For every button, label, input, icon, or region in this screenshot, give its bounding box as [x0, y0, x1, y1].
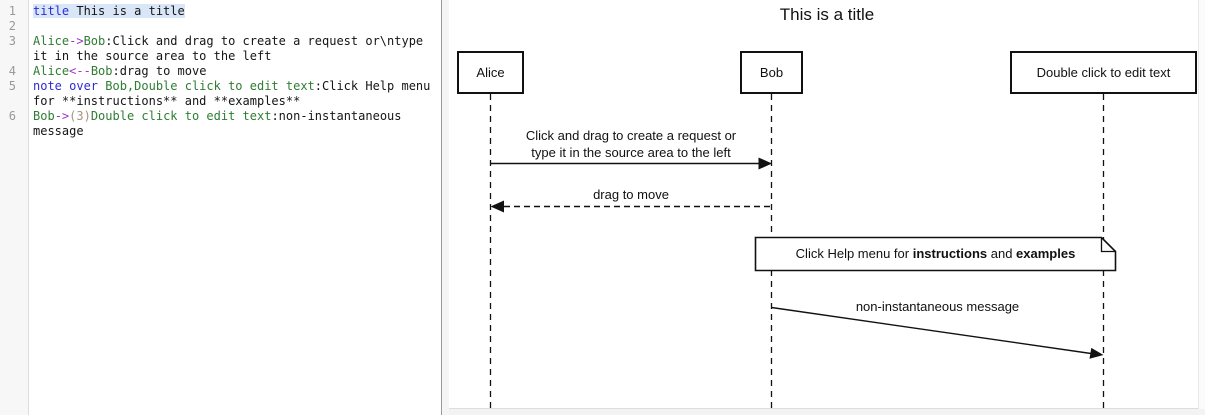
message-2-label-text: drag to move: [593, 187, 669, 202]
note-fold-icon: [1100, 237, 1116, 253]
token-text: This is a title: [69, 4, 185, 18]
actor-box-double-click[interactable]: Double click to edit text: [1010, 51, 1197, 94]
actor-label: Double click to edit text: [1036, 65, 1171, 80]
token-arrow: <--: [69, 64, 91, 78]
editor-line-2[interactable]: 2: [0, 19, 441, 34]
message-1-arrowhead-icon: [758, 157, 772, 170]
code-line: note over Bob,Double click to edit text:…: [29, 79, 441, 109]
code-line: [29, 19, 441, 34]
token-arrow: ->: [54, 109, 70, 123]
line-number: 5: [8, 79, 16, 93]
diagram-canvas: Alice (dashed) -->: [489, 94, 1117, 408]
actor-box-bob[interactable]: Bob: [740, 51, 803, 94]
line-number: 2: [8, 19, 16, 33]
token-participant: Bob: [33, 109, 55, 123]
token-participant: Bob: [83, 34, 106, 48]
note-text-part: and: [987, 246, 1017, 261]
token-participant: Alice: [33, 64, 70, 78]
token-participant: Double click to edit text: [90, 109, 272, 123]
note-shape[interactable]: [754, 236, 1117, 272]
note-text-part: Click Help menu for: [795, 246, 913, 261]
line-number: 3: [8, 34, 16, 48]
note-text-bold: instructions: [912, 246, 988, 261]
token-text: :drag to move: [112, 64, 207, 78]
message-3-label[interactable]: non-instantaneous message: [771, 298, 1104, 315]
token-arrow: ->: [69, 34, 84, 48]
editor-line-6[interactable]: 6 Bob->(3)Double click to edit text:non-…: [0, 109, 441, 139]
vertical-scrollbar[interactable]: [1198, 0, 1205, 409]
message-1-label-line2: type it in the source area to the left: [531, 145, 731, 160]
editor-line-3[interactable]: 3 Alice->Bob:Click and drag to create a …: [0, 34, 441, 64]
token-keyword: title: [33, 4, 70, 18]
diagram-title[interactable]: This is a title: [779, 5, 875, 24]
token-text: :Click and drag to create a request or\n…: [33, 34, 424, 63]
code-line: Alice<--Bob:drag to move: [29, 64, 441, 79]
code-line: Bob->(3)Double click to edit text:non-in…: [29, 109, 441, 139]
editor-lines: 1 title This is a title 2 3 Alice->Bob:C…: [0, 4, 441, 139]
message-2-label[interactable]: drag to move: [490, 186, 772, 203]
diagram-pane[interactable]: Alice (dashed) --> This is a title Alice…: [449, 0, 1205, 415]
token-keyword: note over: [33, 79, 99, 93]
actor-label: Alice: [476, 65, 505, 80]
line-number: 6: [8, 109, 16, 123]
line-number: 4: [8, 64, 16, 78]
token-text: :Click Help menu for **instructions** an…: [33, 79, 431, 108]
code-line: title This is a title: [29, 4, 441, 19]
source-editor[interactable]: 1 title This is a title 2 3 Alice->Bob:C…: [0, 0, 441, 415]
message-1-label-line1: Click and drag to create a request or: [525, 128, 737, 143]
token-participant: Bob: [90, 64, 113, 78]
token-delay-value: (3): [69, 109, 91, 123]
line-number: 1: [8, 4, 16, 18]
token-participant: Bob,Double click to edit text: [98, 79, 315, 93]
message-3-label-text: non-instantaneous message: [855, 299, 1020, 314]
actor-label: Bob: [759, 65, 784, 80]
selection-highlight: title This is a title: [33, 4, 185, 18]
horizontal-scrollbar[interactable]: [449, 408, 1205, 415]
message-1-label[interactable]: Click and drag to create a request or ty…: [490, 127, 772, 161]
actor-box-alice[interactable]: Alice: [457, 51, 524, 94]
editor-gutter: [0, 0, 29, 415]
editor-line-5[interactable]: 5 note over Bob,Double click to edit tex…: [0, 79, 441, 109]
token-participant: Alice: [33, 34, 70, 48]
note-text-bold: examples: [1016, 246, 1076, 261]
message-3-arrowhead-icon: [1089, 347, 1104, 359]
editor-line-1[interactable]: 1 title This is a title: [0, 4, 441, 19]
token-text: :non-instantaneous message: [33, 109, 402, 138]
message-2-arrowhead-icon: [490, 200, 504, 213]
note-label[interactable]: Click Help menu for instructions and exa…: [755, 238, 1116, 270]
message-3-line[interactable]: [771, 306, 1092, 355]
code-line: Alice->Bob:Click and drag to create a re…: [29, 34, 441, 64]
editor-line-4[interactable]: 4 Alice<--Bob:drag to move: [0, 64, 441, 79]
